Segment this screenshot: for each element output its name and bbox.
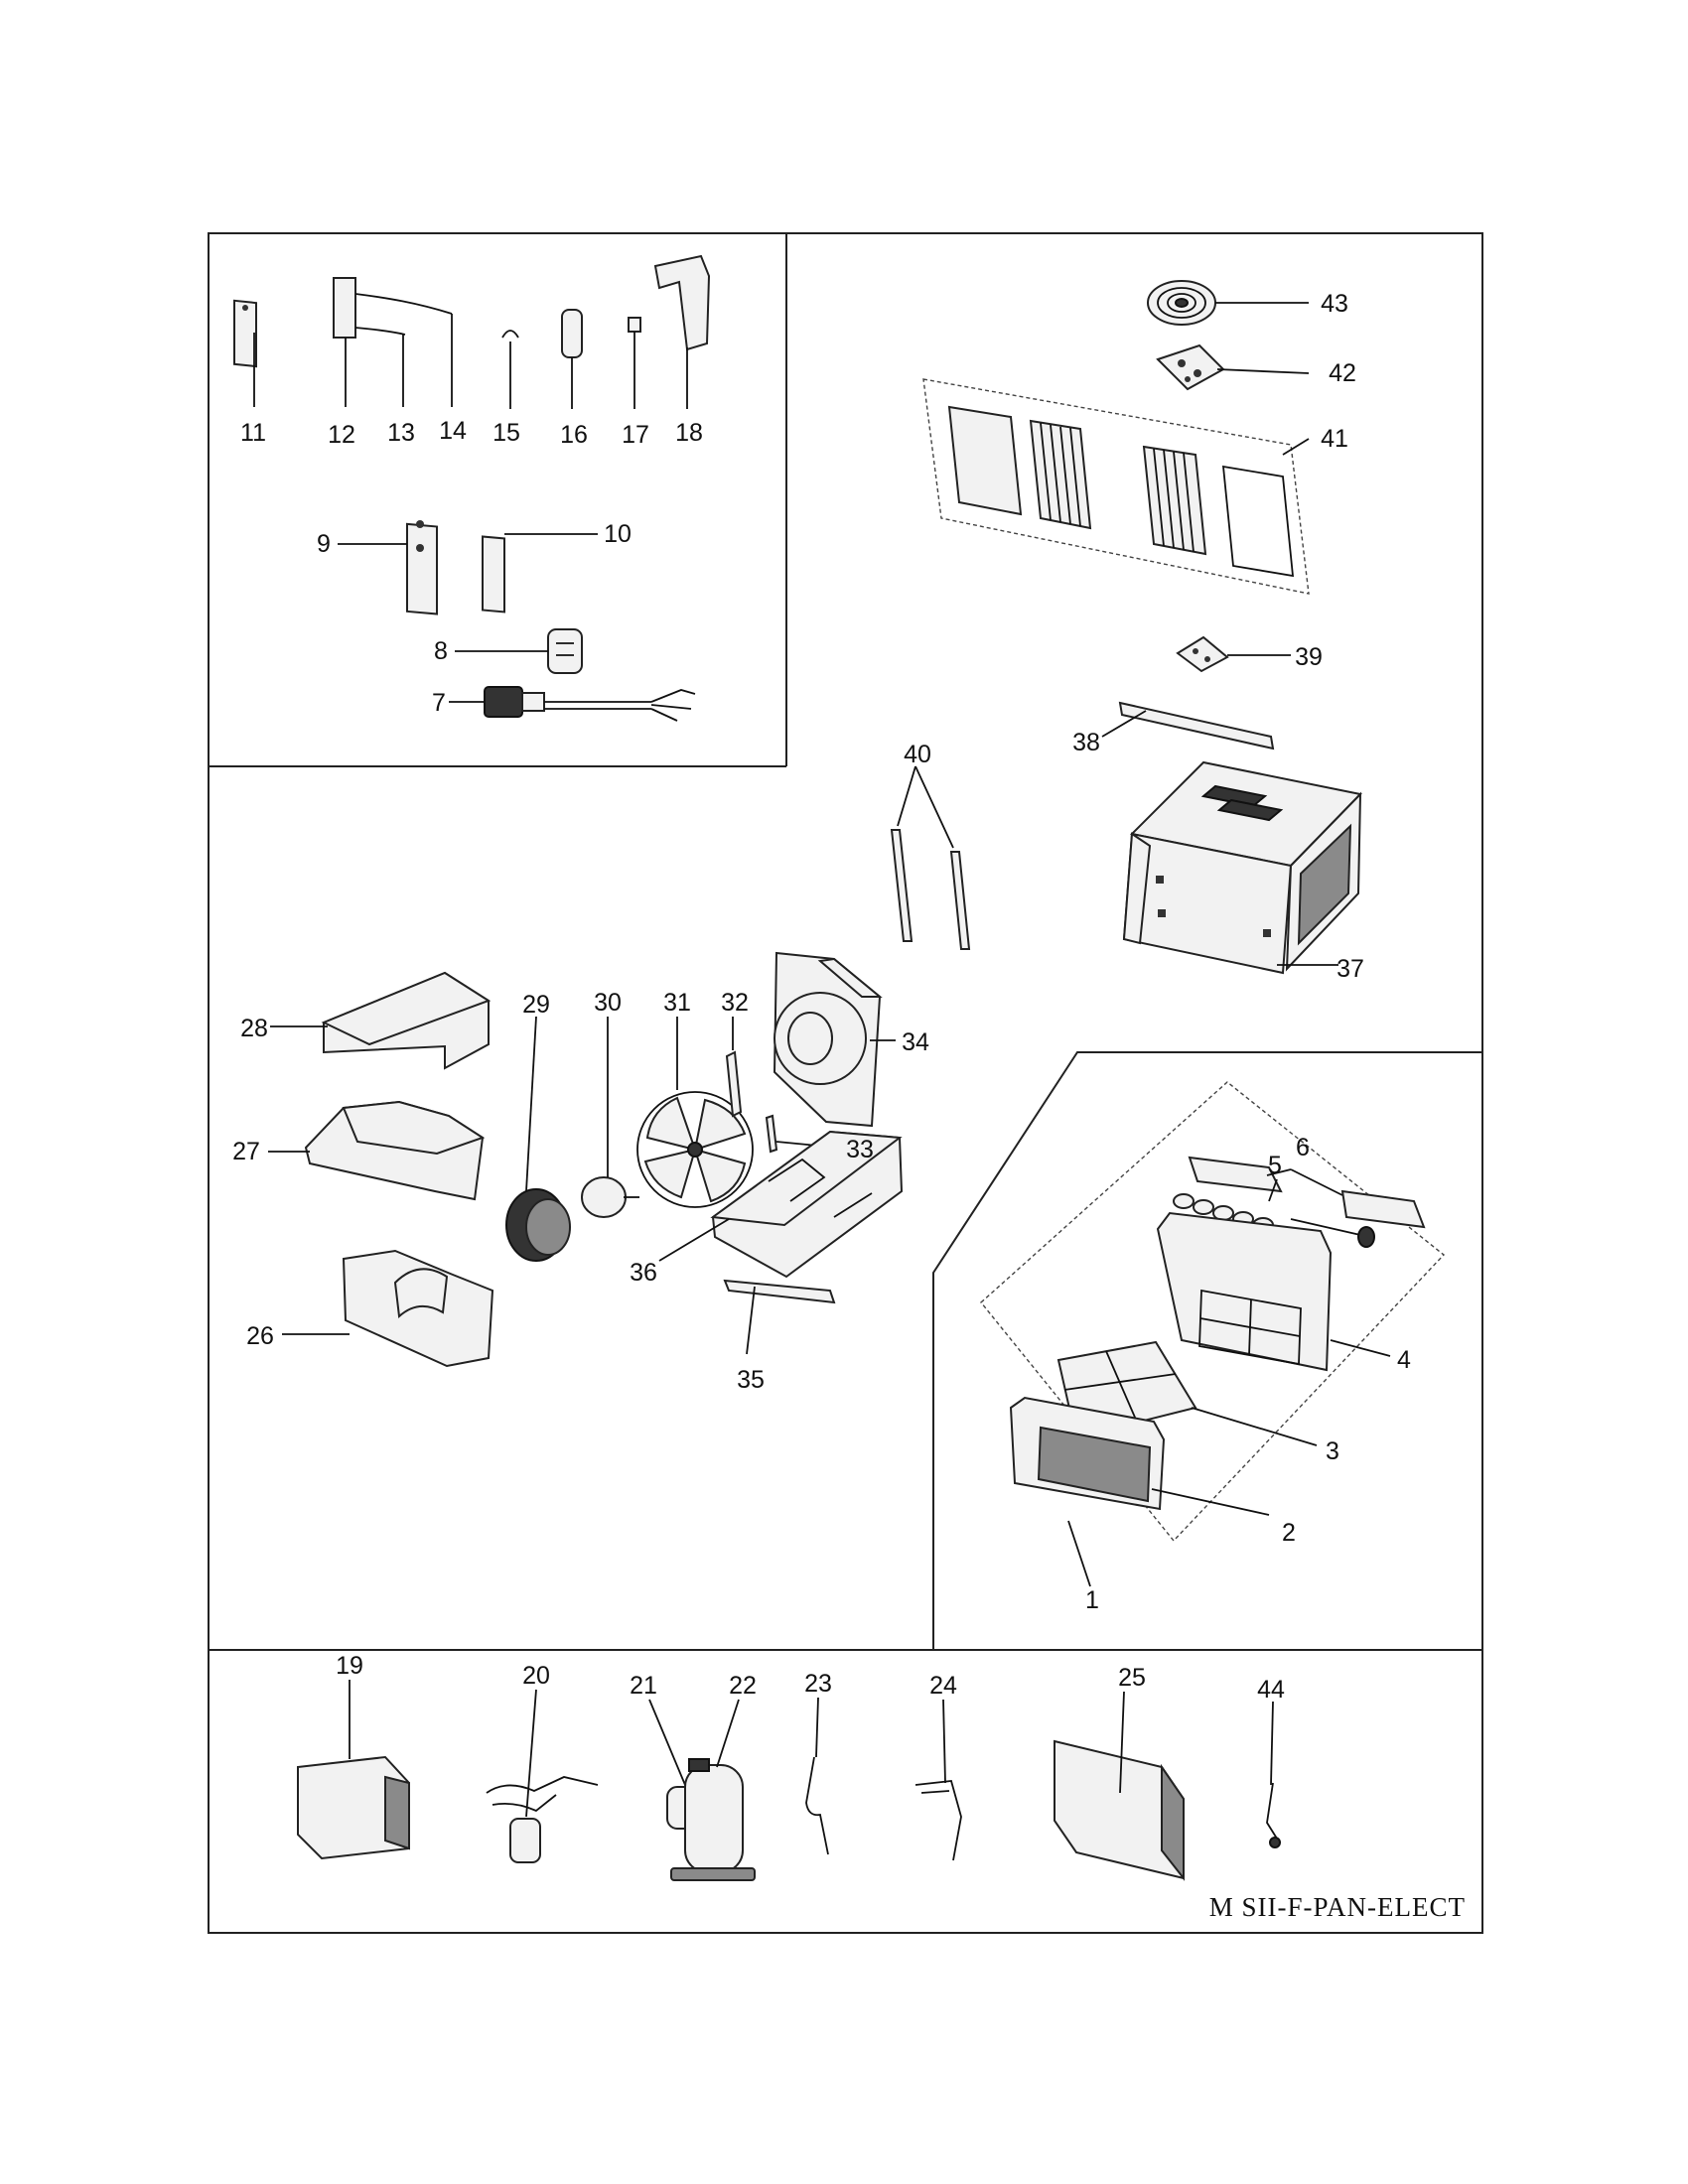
- callout-39: 39: [1295, 643, 1323, 671]
- part-12-wire-harness: [333, 277, 453, 407]
- callout-31: 31: [663, 989, 691, 1017]
- callout-1: 1: [1085, 1586, 1099, 1614]
- callout-14: 14: [439, 417, 467, 445]
- callout-11: 11: [240, 419, 266, 447]
- callout-24: 24: [929, 1672, 957, 1700]
- callout-32: 32: [721, 989, 749, 1017]
- callout-25: 25: [1118, 1664, 1146, 1692]
- part-8-remote-control: [455, 628, 583, 674]
- part-15-clip: [501, 330, 519, 409]
- callout-35: 35: [737, 1366, 765, 1394]
- callout-37: 37: [1336, 955, 1364, 983]
- callout-23: 23: [804, 1670, 832, 1698]
- callout-13: 13: [387, 419, 415, 447]
- part-39-hardware-kit: [1176, 635, 1291, 673]
- callout-22: 22: [729, 1672, 757, 1700]
- callout-20: 20: [522, 1662, 550, 1690]
- part-4-front-frame: [1156, 1211, 1391, 1372]
- part-30-fan-motor: [581, 1017, 639, 1218]
- drawing-code: M SII-F-PAN-ELECT: [1209, 1892, 1466, 1922]
- callout-43: 43: [1321, 290, 1348, 318]
- callout-34: 34: [902, 1028, 929, 1056]
- callout-41: 41: [1321, 425, 1348, 453]
- callout-42: 42: [1329, 359, 1356, 387]
- part-10-display-board: [482, 533, 598, 614]
- part-28-air-duct-top: [270, 971, 492, 1070]
- part-19-evaporator-coil: [297, 1680, 410, 1860]
- callout-26: 26: [246, 1322, 274, 1350]
- callout-40: 40: [904, 741, 931, 768]
- callout-2: 2: [1282, 1519, 1296, 1547]
- part-23-tube: [805, 1697, 829, 1855]
- part-20-tubing-assembly: [486, 1689, 599, 1863]
- callout-21: 21: [630, 1672, 657, 1700]
- callout-38: 38: [1072, 729, 1100, 756]
- part-7-power-cord: [449, 686, 696, 722]
- callout-29: 29: [522, 991, 550, 1019]
- part-11-control-board: [233, 299, 257, 407]
- callout-36: 36: [630, 1259, 657, 1287]
- part-40-side-seals: [890, 765, 971, 950]
- part-6-louvers: [1188, 1156, 1426, 1229]
- callout-18: 18: [675, 419, 703, 447]
- callout-44: 44: [1257, 1676, 1285, 1704]
- part-35-rail: [723, 1279, 836, 1355]
- part-41-window-panel-kit: [922, 378, 1310, 595]
- callout-27: 27: [232, 1138, 260, 1165]
- callout-labels: 11 12 13 14 15 16 17 18 9 10 8 7 43 42 4…: [232, 290, 1411, 1704]
- callout-16: 16: [560, 421, 588, 449]
- part-34-shroud: [773, 951, 896, 1128]
- part-26-evaporator-housing: [282, 1249, 494, 1368]
- part-43-coil-spring: [1147, 280, 1309, 326]
- callout-3: 3: [1326, 1437, 1339, 1465]
- part-44-sensor: [1266, 1701, 1281, 1848]
- part-1-front-assembly: [980, 1081, 1446, 1587]
- part-32-bracket: [725, 1017, 743, 1118]
- part-22-compressor: [670, 1699, 756, 1881]
- callout-7: 7: [432, 689, 446, 717]
- callout-8: 8: [434, 637, 448, 665]
- part-42-hardware-kit: [1156, 343, 1310, 391]
- callout-5: 5: [1268, 1152, 1282, 1179]
- callout-28: 28: [240, 1015, 268, 1042]
- callout-15: 15: [492, 419, 520, 447]
- callout-6: 6: [1296, 1134, 1310, 1161]
- part-36-base-pan: [658, 1130, 904, 1279]
- callout-4: 4: [1397, 1346, 1411, 1374]
- callout-17: 17: [622, 421, 649, 449]
- part-2-front-grille: [1009, 1396, 1270, 1516]
- part-16-capacitor: [561, 309, 583, 409]
- callout-33: 33: [846, 1136, 874, 1163]
- part-38-top-rail: [1101, 701, 1275, 751]
- part-24-tube: [914, 1699, 962, 1861]
- part-29-blower-wheel: [505, 1016, 571, 1262]
- callout-19: 19: [336, 1652, 363, 1680]
- part-17-connector: [628, 317, 641, 409]
- callout-12: 12: [328, 421, 355, 449]
- part-25-condenser-coil: [1054, 1691, 1185, 1881]
- callout-9: 9: [317, 530, 331, 558]
- part-37-cabinet: [1122, 760, 1362, 975]
- callout-10: 10: [604, 520, 632, 548]
- callout-30: 30: [594, 989, 622, 1017]
- part-27-air-duct-base: [268, 1100, 486, 1201]
- part-31-fan-blade: [636, 1017, 754, 1208]
- part-18-control-cover: [653, 254, 711, 409]
- diagram-frames: [208, 232, 1483, 1934]
- part-9-control-panel: [338, 520, 438, 615]
